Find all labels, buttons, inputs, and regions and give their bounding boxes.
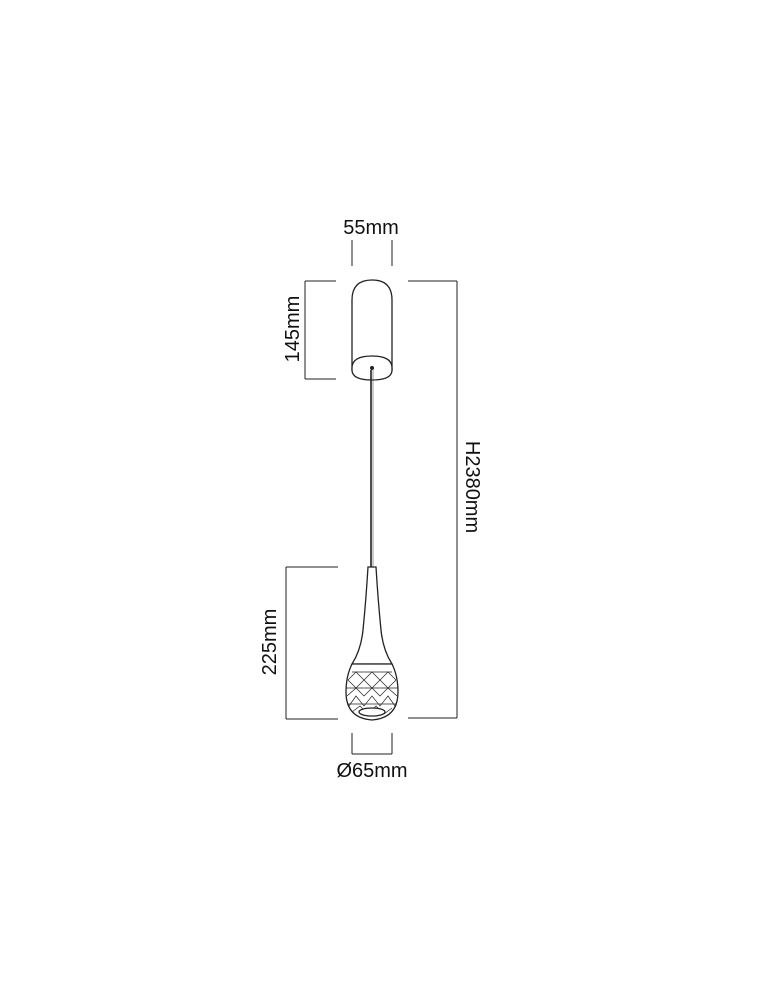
total-height-dimension: H2380mm bbox=[408, 280, 483, 719]
canopy-height-label: 145mm bbox=[282, 296, 304, 363]
canopy-width-label: 55mm bbox=[343, 217, 399, 239]
shade-diameter-label: Ø65mm bbox=[336, 760, 407, 782]
shade-height-dimension: 225mm bbox=[259, 566, 338, 720]
shade-height-label: 225mm bbox=[259, 609, 281, 676]
canopy bbox=[351, 279, 393, 381]
canopy-height-dimension: 145mm bbox=[282, 280, 336, 380]
shade-diameter-dimension: Ø65mm bbox=[336, 733, 408, 782]
total-height-label: H2380mm bbox=[461, 441, 483, 533]
crystal-facets bbox=[346, 671, 398, 715]
pendant-shade bbox=[345, 566, 399, 721]
suspension-cable bbox=[370, 370, 374, 568]
canopy-width-dimension: 55mm bbox=[343, 217, 399, 266]
